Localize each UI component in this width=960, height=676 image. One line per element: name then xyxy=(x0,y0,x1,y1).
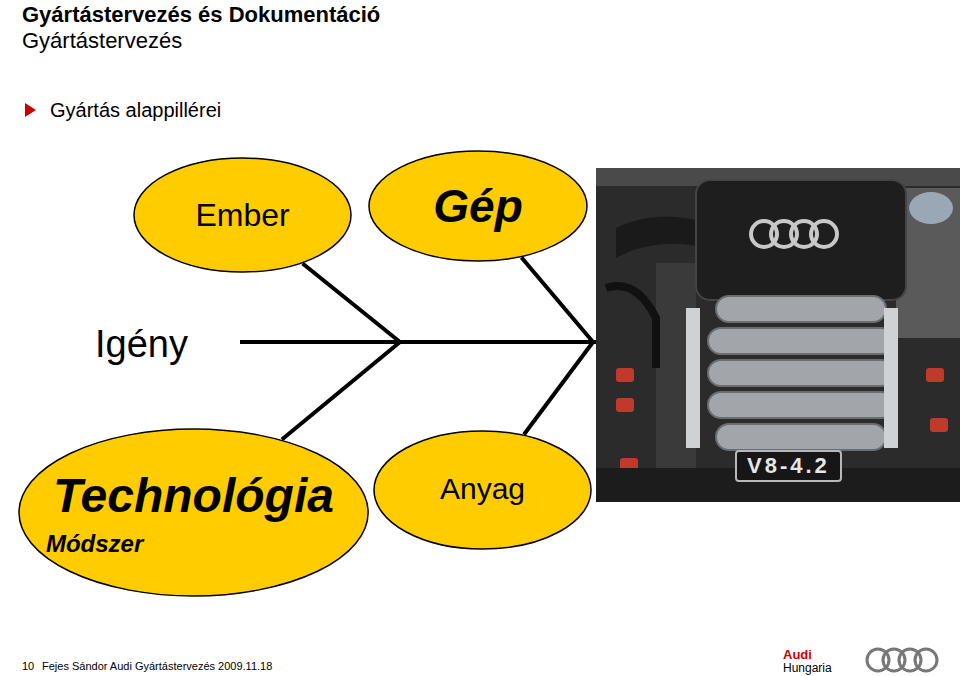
ellipse-fill xyxy=(134,158,351,272)
fishbone-bone xyxy=(303,263,596,342)
bullet-text: Gyártás alappillérei xyxy=(50,100,221,120)
factor-ellipse: Anyag xyxy=(373,430,592,550)
node-title: Ember xyxy=(195,199,289,231)
ellipse-fill xyxy=(19,429,368,596)
spine-label: Igény xyxy=(95,325,188,363)
audi-rings xyxy=(867,649,937,671)
node-subtitle: Módszer xyxy=(46,532,143,556)
fishbone-bone xyxy=(524,342,596,434)
model-badge: V8-4.2 xyxy=(735,450,842,482)
engine-photo: V8-4.2 xyxy=(596,168,960,502)
factor-ellipse: Ember xyxy=(133,157,352,273)
logo-brand: Audi xyxy=(783,648,812,661)
logo-subtitle: Hungaria xyxy=(783,662,832,674)
ellipse-fill xyxy=(369,151,587,261)
bullet-triangle xyxy=(25,103,36,117)
node-title: Gép xyxy=(433,183,522,229)
fishbone-bone xyxy=(521,257,596,342)
page-number: 10 xyxy=(22,661,34,672)
node-title: Technológia xyxy=(53,472,334,520)
page-title: Gyártástervezés és Dokumentáció xyxy=(22,4,380,26)
node-title: Anyag xyxy=(440,474,525,504)
factor-ellipse: Gép xyxy=(368,150,588,262)
ellipse-fill xyxy=(374,431,591,549)
footer-text: Fejes Sándor Audi Gyártástervezés 2009.1… xyxy=(42,661,272,672)
subtitle: Gyártástervezés xyxy=(22,30,182,52)
factor-ellipse: TechnológiaMódszer xyxy=(18,428,369,597)
fishbone-bone xyxy=(282,342,596,439)
